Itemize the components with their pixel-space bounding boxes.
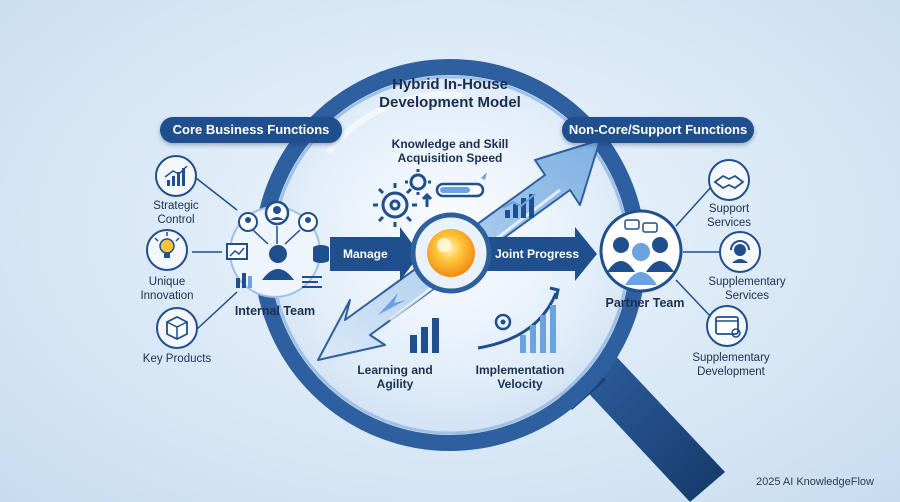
handshake-icon bbox=[708, 159, 750, 201]
partner-team-cluster bbox=[599, 209, 683, 293]
learning-bars-icon bbox=[378, 293, 439, 353]
knowledge-line-1: Knowledge and Skill bbox=[391, 137, 509, 151]
supp-services-line-1: Supplementary bbox=[708, 276, 786, 288]
learning-agility-label: Learning and Agility bbox=[350, 363, 440, 392]
supplementary-development-label: Supplementary Development bbox=[686, 352, 776, 380]
gear-icon bbox=[373, 169, 433, 227]
velocity-line-2: Velocity bbox=[497, 377, 543, 392]
left-connectors bbox=[192, 177, 238, 331]
velocity-chart-icon bbox=[477, 286, 560, 353]
support-line-1: Support bbox=[708, 203, 750, 215]
key-products-label: Key Products bbox=[142, 353, 212, 365]
lightbulb-icon bbox=[146, 229, 188, 271]
partner-team-label: Partner Team bbox=[605, 296, 685, 310]
trend-chart-icon bbox=[155, 155, 197, 197]
diagram-title: Hybrid In-House Development Model bbox=[330, 76, 570, 112]
supp-dev-line-1: Supplementary bbox=[692, 352, 770, 364]
core-functions-header: Core Business Functions bbox=[160, 117, 342, 143]
strategic-line-2: Control bbox=[157, 213, 195, 226]
right-connectors bbox=[675, 185, 720, 319]
bar-chart-icon bbox=[502, 193, 536, 218]
supp-services-line-2: Services bbox=[724, 289, 770, 302]
joint-progress-arrow bbox=[482, 227, 597, 281]
internal-team-label: Internal Team bbox=[234, 304, 316, 318]
title-line-1: Hybrid In-House bbox=[392, 76, 508, 93]
title-line-2: Development Model bbox=[379, 94, 521, 111]
knowledge-label: Knowledge and Skill Acquisition Speed bbox=[360, 137, 540, 166]
learning-line-1: Learning and bbox=[357, 363, 433, 377]
unique-innovation-label: Unique Innovation bbox=[127, 276, 207, 304]
headset-support-icon bbox=[719, 231, 761, 273]
support-line-2: Services bbox=[706, 216, 752, 229]
implementation-velocity-label: Implementation Velocity bbox=[465, 363, 575, 392]
supp-dev-line-2: Development bbox=[697, 365, 765, 378]
internal-team-cluster bbox=[226, 200, 329, 298]
velocity-line-1: Implementation bbox=[475, 363, 565, 377]
manage-arrow bbox=[330, 227, 420, 281]
package-box-icon bbox=[156, 307, 198, 349]
center-orb bbox=[410, 212, 492, 294]
manage-label: Manage bbox=[343, 247, 388, 261]
code-window-icon bbox=[706, 305, 748, 347]
support-functions-header: Non-Core/Support Functions bbox=[562, 117, 754, 143]
innovation-line-2: Innovation bbox=[140, 289, 194, 302]
supplementary-services-label: Supplementary Services bbox=[702, 276, 792, 304]
innovation-line-1: Unique bbox=[148, 276, 186, 288]
joint-progress-label: Joint Progress bbox=[495, 247, 580, 261]
strategic-control-label: Strategic Control bbox=[136, 200, 216, 228]
support-services-label: Support Services bbox=[694, 203, 764, 231]
strategic-line-1: Strategic bbox=[153, 200, 199, 212]
knowledge-line-2: Acquisition Speed bbox=[397, 151, 503, 166]
skill-progress-bar bbox=[435, 172, 487, 198]
credit-text: 2025 AI KnowledgeFlow bbox=[755, 476, 874, 488]
learning-line-2: Agility bbox=[376, 377, 414, 392]
